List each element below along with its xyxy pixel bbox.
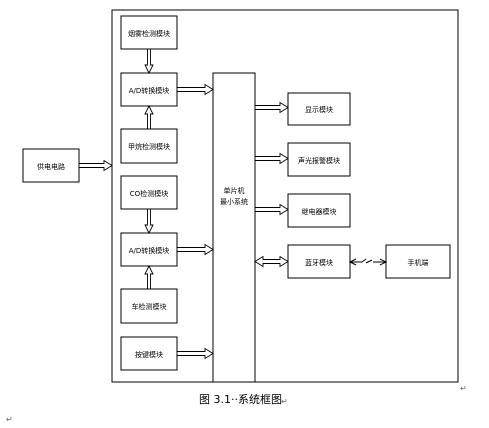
sound-light-alarm-label: 声光报警模块 — [298, 156, 340, 165]
mcu-block: 单片机 最小系统 — [212, 72, 256, 383]
co-detect-label: CO检测模块 — [130, 189, 168, 198]
paragraph-mark-right: ↵ — [460, 384, 467, 393]
bluetooth-block: 蓝牙模块 — [287, 244, 351, 279]
mcu-label-line1: 单片机 — [224, 186, 245, 195]
arrow-mcu-to-alarm — [254, 152, 289, 165]
ad-convert-block-2: A/D转换模块 — [120, 232, 178, 267]
keypad-label: 按键模块 — [135, 350, 163, 359]
figure-caption: 图 3.1··系统框图 — [199, 393, 282, 406]
wireless-arrowhead-right — [379, 258, 388, 266]
keypad-block: 按键模块 — [120, 336, 178, 371]
arrow-mcu-to-display — [254, 101, 289, 114]
arrow-flame-to-ad2 — [144, 264, 154, 290]
phone-block: 手机端 — [385, 244, 451, 279]
methane-detect-block: 甲烷检测模块 — [120, 128, 178, 164]
arrow-methane-to-ad1 — [144, 104, 154, 130]
mcu-label-line2: 最小系统 — [220, 197, 248, 206]
ad-convert-label-2: A/D转换模块 — [129, 246, 170, 255]
arrow-power-to-system — [78, 159, 113, 172]
wireless-arrowhead-left — [348, 258, 357, 266]
arrow-mcu-to-relay — [254, 203, 289, 216]
sound-light-alarm-block: 声光报警模块 — [287, 142, 351, 177]
smoke-detect-block: 烟雾检测模块 — [120, 15, 178, 50]
phone-label: 手机端 — [408, 258, 429, 267]
arrow-mcu-bluetooth-bidirectional — [254, 255, 289, 268]
arrow-smoke-to-ad1 — [144, 48, 154, 75]
methane-detect-label: 甲烷检测模块 — [128, 142, 170, 151]
wireless-link — [348, 258, 388, 266]
arrow-ad2-to-mcu — [176, 243, 214, 256]
bluetooth-label: 蓝牙模块 — [305, 258, 333, 267]
relay-block: 继电器模块 — [287, 193, 351, 228]
ad-convert-block-1: A/D转换模块 — [120, 72, 178, 107]
arrow-keypad-to-mcu — [176, 347, 214, 360]
display-label: 显示模块 — [305, 105, 333, 114]
arrow-ad1-to-mcu — [176, 83, 214, 96]
smoke-detect-label: 烟雾检测模块 — [128, 29, 170, 38]
relay-label: 继电器模块 — [302, 207, 337, 216]
system-frame — [111, 9, 459, 383]
display-block: 显示模块 — [287, 92, 351, 126]
power-supply-label: 供电电路 — [37, 162, 65, 171]
caption-paragraph-mark: ↵ — [281, 397, 288, 406]
flame-detect-block: 车检测模块 — [120, 288, 178, 324]
power-supply-block: 供电电路 — [22, 148, 80, 183]
flame-detect-label: 车检测模块 — [132, 302, 167, 311]
co-detect-block: CO检测模块 — [120, 175, 178, 210]
paragraph-mark-left: ↵ — [6, 415, 13, 424]
ad-convert-label-1: A/D转换模块 — [129, 86, 170, 95]
arrow-co-to-ad2 — [144, 208, 154, 235]
